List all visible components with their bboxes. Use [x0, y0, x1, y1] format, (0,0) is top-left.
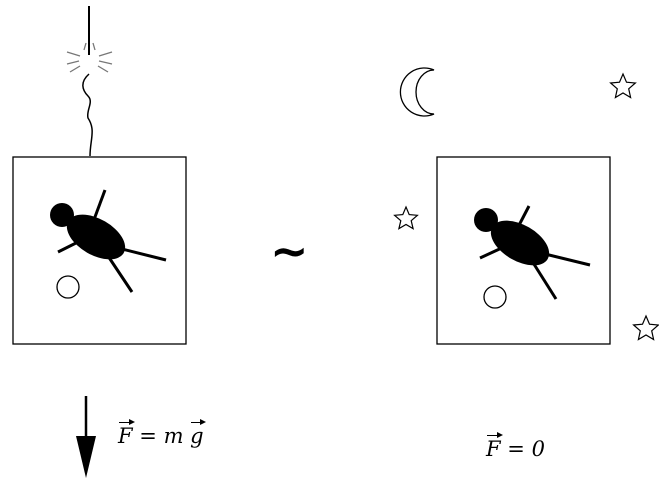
force-symbol: F: [486, 432, 503, 461]
person-arm: [514, 205, 531, 232]
person-leg: [540, 251, 591, 267]
person-leg: [530, 260, 558, 300]
force-symbol: F: [118, 419, 135, 448]
person-body: [66, 214, 126, 260]
person-head: [50, 203, 74, 227]
star-icon: [632, 314, 659, 341]
person-body: [490, 220, 550, 266]
person-leg: [117, 246, 167, 262]
gravity-symbol: g: [190, 419, 207, 448]
person-leg: [106, 255, 134, 293]
equals-sign: =: [139, 424, 157, 448]
mass-symbol: m: [163, 424, 184, 448]
right-scene: [393, 67, 659, 345]
elevator-box-falling: [12, 156, 187, 345]
person-arm: [57, 238, 83, 254]
equals-sign: =: [507, 437, 525, 461]
floating-ball: [483, 285, 507, 309]
person-floating-right: [474, 205, 591, 300]
gravity-force-equation: F = m g: [118, 419, 207, 448]
force-value: 0: [531, 437, 545, 461]
zero-force-equation: F = 0: [486, 432, 545, 461]
person-arm: [90, 189, 107, 226]
broken-cable: [82, 73, 93, 157]
elevator-box-space: [436, 156, 611, 345]
person-head: [474, 208, 498, 232]
left-scene: [12, 6, 187, 478]
cable-snap-spark: [66, 42, 113, 73]
person-arm: [479, 244, 507, 260]
star-icon: [393, 205, 419, 230]
person-floating-left: [50, 189, 167, 293]
gravity-arrow: [76, 396, 96, 478]
moon-icon: [399, 67, 435, 117]
floating-ball: [56, 275, 80, 299]
equivalence-symbol: ~: [270, 224, 309, 278]
star-icon: [609, 72, 637, 99]
